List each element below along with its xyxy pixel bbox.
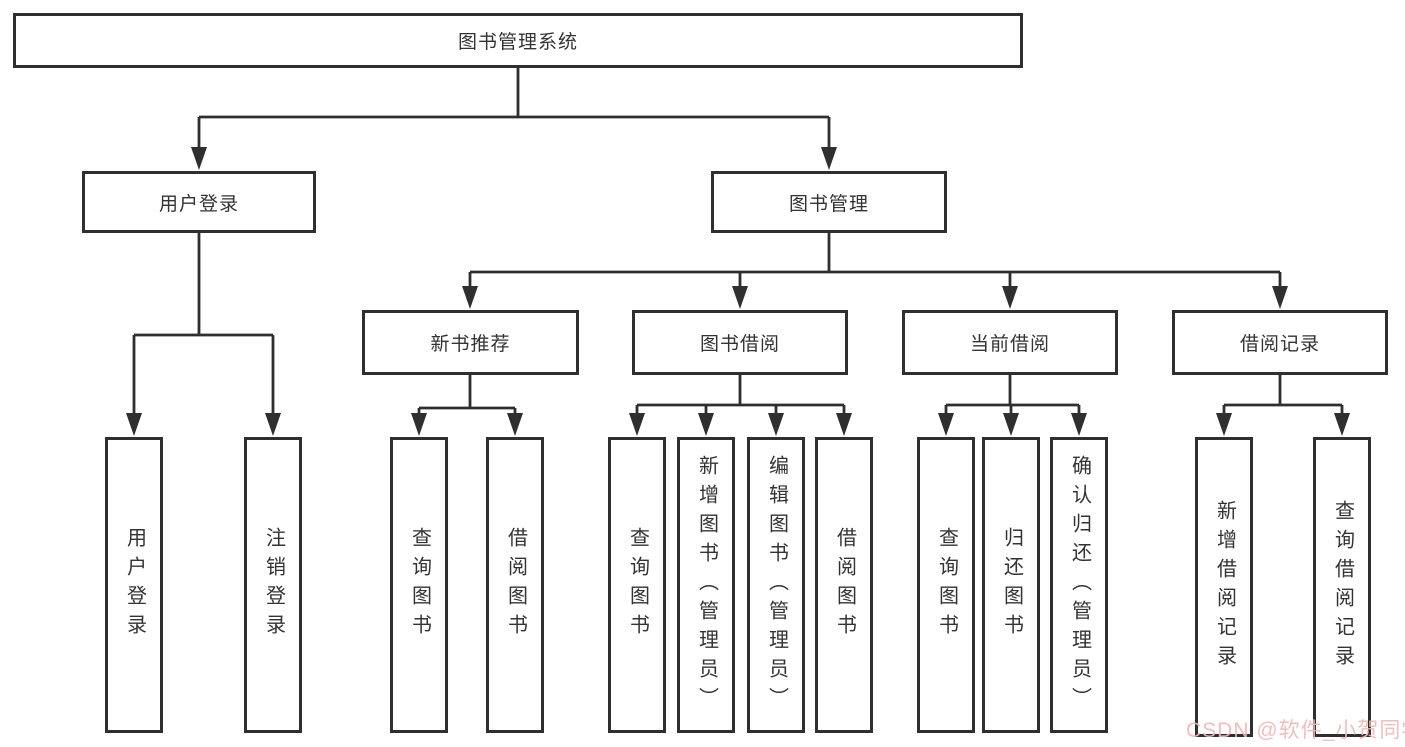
leaf-edit-books-admin: 编辑图书（管理员） xyxy=(747,437,805,733)
node-book-borrowing: 图书借阅 xyxy=(632,310,848,375)
leaf-query-books-borrow: 查询图书 xyxy=(608,437,666,733)
leaf-label: 查询图书 xyxy=(408,527,431,643)
node-new-book-recommend: 新书推荐 xyxy=(362,310,579,375)
leaf-add-borrow-record: 新增借阅记录 xyxy=(1195,437,1253,737)
node-label: 用户登录 xyxy=(158,193,239,215)
leaf-user-login: 用户登录 xyxy=(105,437,163,733)
leaf-logout-login: 注销登录 xyxy=(244,437,302,733)
node-label: 图书借阅 xyxy=(699,334,780,355)
node-label: 当前借阅 xyxy=(969,334,1050,355)
leaf-label: 确认归还（管理员） xyxy=(1068,454,1091,716)
leaf-query-borrow-record: 查询借阅记录 xyxy=(1313,437,1371,737)
leaf-label: 注销登录 xyxy=(262,527,285,643)
leaf-confirm-return-admin: 确认归还（管理员） xyxy=(1050,437,1108,733)
leaf-label: 查询借阅记录 xyxy=(1331,500,1354,674)
leaf-label: 新增图书（管理员） xyxy=(695,454,718,716)
leaf-borrow-books: 借阅图书 xyxy=(815,437,873,733)
leaf-borrow-books-recommend: 借阅图书 xyxy=(486,437,544,733)
csdn-watermark: CSDN @软件_小贺同学 xyxy=(1186,719,1405,742)
node-label: 图书管理系统 xyxy=(457,32,578,53)
leaf-label: 用户登录 xyxy=(123,527,146,643)
leaf-label: 新增借阅记录 xyxy=(1213,500,1236,674)
node-label: 新书推荐 xyxy=(430,334,511,355)
node-borrow-records: 借阅记录 xyxy=(1172,310,1388,375)
leaf-label: 查询图书 xyxy=(626,527,649,643)
leaf-label: 借阅图书 xyxy=(504,527,527,643)
node-book-management: 图书管理 xyxy=(711,171,947,233)
leaf-label: 编辑图书（管理员） xyxy=(765,454,788,716)
node-user-login: 用户登录 xyxy=(82,171,316,233)
leaf-label: 归还图书 xyxy=(1000,527,1023,643)
leaf-add-books-admin: 新增图书（管理员） xyxy=(677,437,735,733)
leaf-query-books-current: 查询图书 xyxy=(917,437,975,733)
node-label: 图书管理 xyxy=(788,193,869,215)
node-current-borrowing: 当前借阅 xyxy=(902,310,1118,375)
leaf-return-books: 归还图书 xyxy=(982,437,1040,733)
node-label: 借阅记录 xyxy=(1239,334,1320,355)
node-library-management-system: 图书管理系统 xyxy=(13,13,1023,68)
leaf-query-books-recommend: 查询图书 xyxy=(390,437,448,733)
leaf-label: 查询图书 xyxy=(935,527,958,643)
leaf-label: 借阅图书 xyxy=(833,527,856,643)
